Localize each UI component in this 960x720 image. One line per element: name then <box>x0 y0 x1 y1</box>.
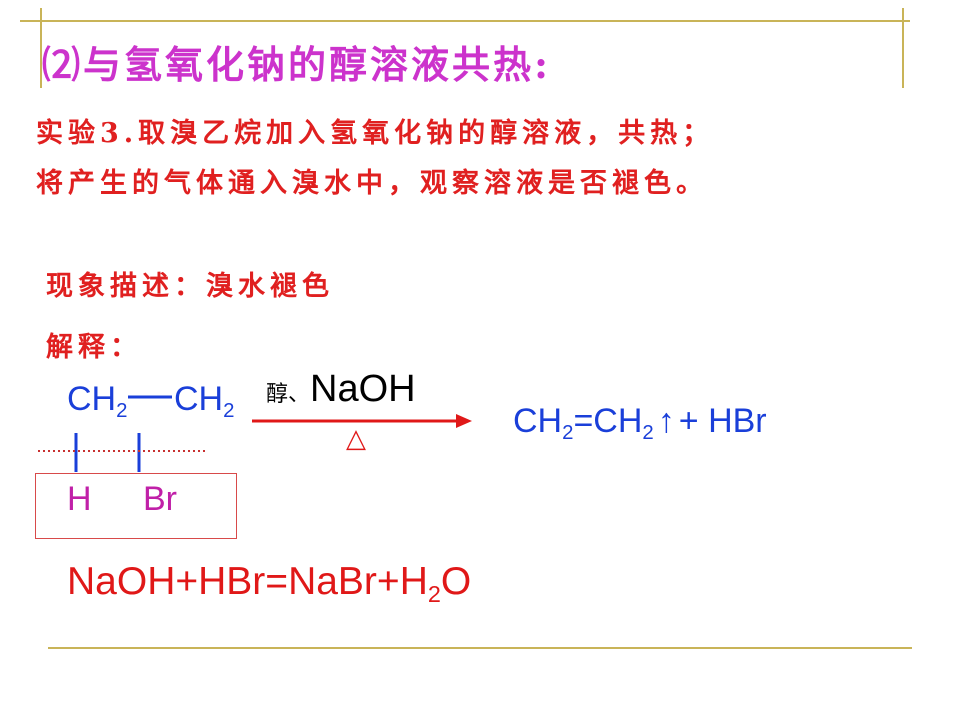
reactant-ch2-right: CH2 <box>174 380 234 423</box>
product-hbr: + HBr <box>678 402 767 440</box>
reaction-arrow-head <box>456 414 472 428</box>
neutralization-equation: NaOH+HBr=NaBr+H2O <box>67 560 471 608</box>
product-ethylene-a-sub: 2 <box>562 422 574 445</box>
neutralization-part2: O <box>440 560 472 603</box>
reactant-right-text: CH <box>174 380 224 418</box>
product-ethylene-a: CH <box>513 402 563 440</box>
condition-solvent: 醇、 <box>266 382 311 407</box>
right-rule <box>902 8 904 88</box>
condition-base: NaOH <box>310 368 416 410</box>
reaction-products: CH2=CH2↑+ HBr <box>513 402 767 445</box>
explanation-label: 解释： <box>46 332 142 363</box>
experiment-line-2: 将产生的气体通入溴水中，观察溶液是否褪色。 <box>36 168 708 199</box>
experiment-line-1: 实验3.取溴乙烷加入氢氧化钠的醇溶液，共热； <box>36 118 715 149</box>
leaving-h: H <box>67 480 92 518</box>
reaction-condition: 醇、NaOH <box>266 368 416 411</box>
slide-title: ⑵与氢氧化钠的醇溶液共热: <box>42 42 552 87</box>
reactant-left-text: CH <box>67 380 117 418</box>
reactant-ch2-left: CH2 <box>67 380 127 423</box>
reactant-right-sub: 2 <box>223 400 235 423</box>
gas-up-arrow-icon: ↑ <box>657 402 675 440</box>
neutralization-part1: NaOH+HBr=NaBr+H <box>67 560 428 603</box>
phenomenon-text: 现象描述：溴水褪色 <box>46 271 334 302</box>
product-ethylene-b: =CH <box>573 402 643 440</box>
top-rule <box>20 20 910 22</box>
bottom-rule <box>48 647 912 649</box>
reactant-left-sub: 2 <box>116 400 128 423</box>
heat-symbol: △ <box>346 424 366 454</box>
left-rule <box>40 8 42 88</box>
leaving-group-box <box>35 473 237 539</box>
neutralization-sub: 2 <box>427 581 441 608</box>
leaving-br: Br <box>143 480 177 518</box>
product-ethylene-b-sub: 2 <box>642 422 654 445</box>
